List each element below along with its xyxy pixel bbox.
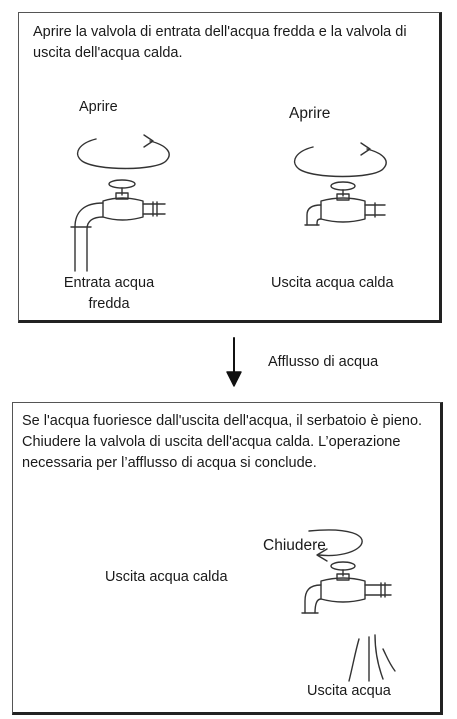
down-arrow-icon — [226, 337, 242, 387]
right-action-label: Aprire — [289, 105, 331, 122]
left-action-label: Aprire — [79, 99, 118, 115]
hot-outlet-caption: Uscita acqua calda — [271, 275, 394, 291]
open-rotation-arrow-left — [77, 134, 170, 170]
cold-inlet-caption-line2: fredda — [88, 296, 130, 312]
step1-panel: Aprire la valvola di entrata dell'acqua … — [18, 12, 442, 323]
step1-instruction: Aprire la valvola di entrata dell'acqua … — [33, 24, 407, 61]
close-rotation-arrow — [308, 529, 363, 562]
hot-valve-label: Uscita acqua calda — [105, 569, 228, 585]
water-stream-icon — [348, 634, 396, 682]
transition-label: Afflusso di acqua — [268, 354, 379, 370]
hot-outlet-closing-valve-icon — [301, 561, 392, 614]
water-outlet-label: Uscita acqua — [307, 683, 391, 699]
cold-inlet-valve-icon — [70, 179, 166, 272]
hot-outlet-valve-icon — [304, 181, 386, 226]
open-rotation-arrow-right — [294, 142, 387, 178]
cold-inlet-caption-line1: Entrata acqua — [63, 275, 155, 291]
cold-inlet-caption: Entrata acqua fredda — [39, 273, 179, 315]
step2-panel: Se l'acqua fuoriesce dall'uscita dell'ac… — [12, 402, 443, 715]
close-action-label: Chiudere — [263, 537, 326, 554]
step2-instruction: Se l'acqua fuoriesce dall'uscita dell'ac… — [22, 413, 423, 471]
